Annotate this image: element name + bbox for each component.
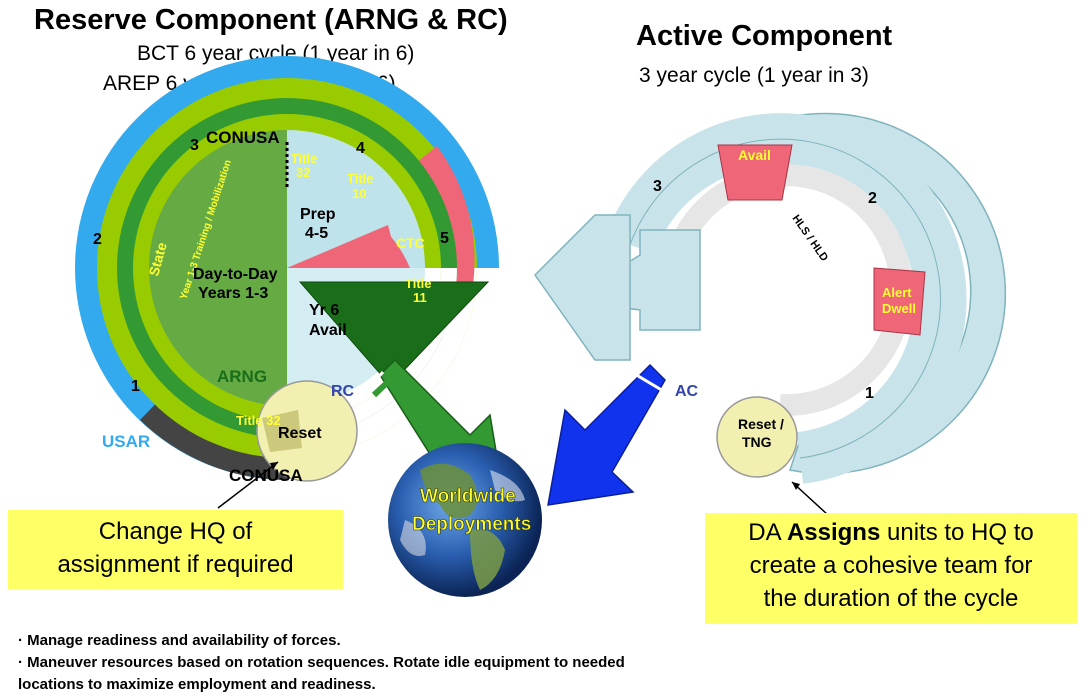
ac-avail-box <box>717 144 793 201</box>
reserve-subtitle-bct: BCT 6 year cycle (1 year in 6) <box>137 42 415 65</box>
bullet-list: · Manage readiness and availability of f… <box>18 630 625 696</box>
rc-prep-l2: 4-5 <box>305 225 328 242</box>
rc-reset-label[interactable]: Reset <box>278 425 322 442</box>
rc-title32-bottom: Title 32 <box>236 413 281 428</box>
rc-day-to-day-l1: Day-to-Day <box>193 266 278 283</box>
rc-conusa-bottom: CONUSA <box>229 466 303 485</box>
globe-label-l2: Deployments <box>412 514 531 535</box>
rc-ring-number-3: 3 <box>190 137 199 154</box>
ac-ring-arrowhead <box>565 229 701 331</box>
rc-title32-top-l1: Title <box>291 151 318 166</box>
bullet-2: · Maneuver resources based on rotation s… <box>18 654 625 671</box>
right-callout-leader <box>791 481 829 516</box>
rc-arng-label: ARNG <box>217 367 267 386</box>
ac-reset-l2[interactable]: TNG <box>742 434 772 450</box>
rc-ring-number-1: 1 <box>131 378 140 395</box>
active-title: Active Component <box>636 20 893 52</box>
ac-alert-dwell-box <box>873 267 926 336</box>
rc-ring-number-5: 5 <box>440 230 449 247</box>
ac-label: AC <box>675 383 699 400</box>
rc-deploy-triangle <box>298 281 490 386</box>
rc-title32-top-l2: 32 <box>296 165 310 180</box>
rc-ring-number-4: 4 <box>356 140 365 157</box>
left-callout-line2: assignment if required <box>57 551 294 578</box>
ac-hls-label: HLS / HLD <box>790 213 831 264</box>
left-callout: Change HQ of assignment if required <box>8 510 343 589</box>
ac-reset-circle[interactable] <box>716 396 798 478</box>
rc-title11-l2: 11 <box>413 290 427 305</box>
bullet-1: · Manage readiness and availability of f… <box>18 632 341 649</box>
left-callout-line1: Change HQ of <box>98 518 253 545</box>
rc-day-to-day-area <box>149 130 287 406</box>
right-callout-line1: DA Assigns units to HQ to <box>748 519 1034 546</box>
left-callout-leader <box>217 461 279 509</box>
ac-number-3: 3 <box>653 178 662 195</box>
ac-avail-label: Avail <box>738 147 771 163</box>
rc-prep-l1: Prep <box>300 206 336 223</box>
rc-day-to-day-l2: Years 1-3 <box>198 285 268 302</box>
rc-yr6-l2: Avail <box>309 322 347 339</box>
rc-yr6-l1: Yr 6 <box>309 302 339 319</box>
rc-title10-l1: Title <box>347 171 374 186</box>
rc-usar-label: USAR <box>102 432 150 451</box>
rc-title11-l1: Title <box>405 276 432 291</box>
rc-label: RC <box>331 383 355 400</box>
rc-reset-circle[interactable] <box>256 380 358 482</box>
ac-number-1: 1 <box>865 385 874 402</box>
ac-alert-l1: Alert <box>882 285 912 300</box>
ac-deploy-arrow <box>547 363 666 506</box>
ac-alert-l2: Dwell <box>882 301 916 316</box>
rc-ring-number-2: 2 <box>93 231 102 248</box>
rc-conusa-top: CONUSA <box>206 128 280 147</box>
active-subtitle: 3 year cycle (1 year in 3) <box>639 64 869 87</box>
ac-number-2: 2 <box>868 190 877 207</box>
right-callout-line3: the duration of the cycle <box>763 585 1019 612</box>
right-callout-bold: Assigns <box>786 519 881 546</box>
reserve-title: Reserve Component (ARNG & RC) <box>34 4 508 36</box>
globe-label-l1: Worldwide <box>420 486 516 507</box>
rc-title10-l2: 10 <box>352 186 366 201</box>
rc-prep-area <box>287 130 425 268</box>
ac-reset-l1[interactable]: Reset / <box>738 416 784 432</box>
right-callout: DA Assigns units to HQ to create a cohes… <box>705 513 1077 624</box>
right-callout-line2: create a cohesive team for <box>749 552 1033 579</box>
bullet-3: locations to maximize employment and rea… <box>18 676 376 693</box>
rc-ctc-label: CTC <box>396 235 425 251</box>
